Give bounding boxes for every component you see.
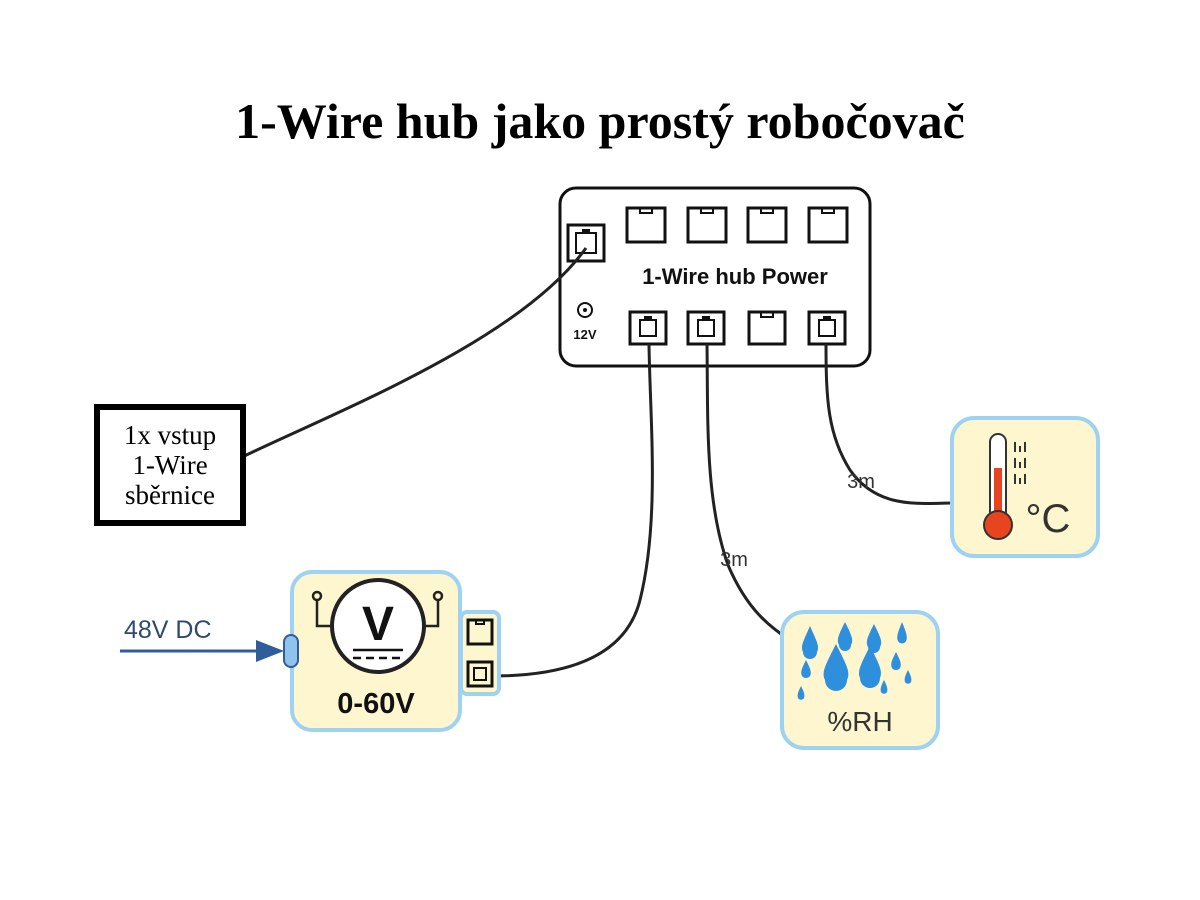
input-bus-line-3: sběrnice (125, 480, 215, 510)
humidity-cable-length: 3m (720, 549, 748, 571)
cable-input-bus (239, 247, 588, 460)
cable-temperature (824, 343, 956, 505)
thermometer-icon (983, 433, 1026, 540)
input-bus-line-2: 1-Wire (132, 450, 208, 480)
voltmeter-port-top (466, 618, 494, 646)
supply-connector (283, 634, 299, 668)
voltmeter-module: V 0-60V (290, 570, 501, 732)
hub-port-bottom-2 (686, 310, 726, 346)
hub-port-top-3 (746, 206, 788, 244)
temperature-sensor: °C (950, 416, 1100, 558)
input-bus-box: 1x vstup 1-Wire sběrnice (94, 404, 246, 526)
cable-humidity (705, 343, 791, 642)
supply-arrow (120, 634, 299, 668)
water-drops-icon (797, 622, 912, 700)
humidity-sensor-body (780, 610, 940, 750)
voltmeter-symbol: V (362, 598, 394, 651)
hub-port-bottom-1 (628, 310, 668, 346)
hub-power-label: 12V (573, 327, 596, 342)
temperature-unit: °C (1026, 497, 1071, 541)
hub-label: 1-Wire hub Power (642, 264, 828, 289)
hub-port-top-4 (807, 206, 849, 244)
input-bus-line-1: 1x vstup (123, 420, 217, 450)
humidity-sensor: %RH (780, 610, 940, 750)
hub-port-top-1 (625, 206, 667, 244)
humidity-label: %RH (827, 706, 892, 737)
dc-symbol-icon (353, 648, 403, 660)
hub-port-top-2 (686, 206, 728, 244)
temperature-cable-length: 3m (847, 471, 875, 493)
hub-device: 1-Wire hub Power 12V (558, 186, 872, 368)
hub-input-port (566, 223, 606, 263)
voltmeter-probe-icon (311, 590, 444, 628)
page-title: 1-Wire hub jako prostý robočovač (235, 93, 965, 149)
voltmeter-range-label: 0-60V (337, 688, 415, 720)
hub-port-bottom-3 (747, 310, 787, 346)
cable-voltmeter (491, 343, 654, 678)
power-jack-icon (577, 302, 593, 318)
supply-label: 48V DC (124, 616, 212, 644)
voltmeter-port-bottom (466, 660, 494, 688)
voltmeter-port-panel (459, 610, 501, 696)
